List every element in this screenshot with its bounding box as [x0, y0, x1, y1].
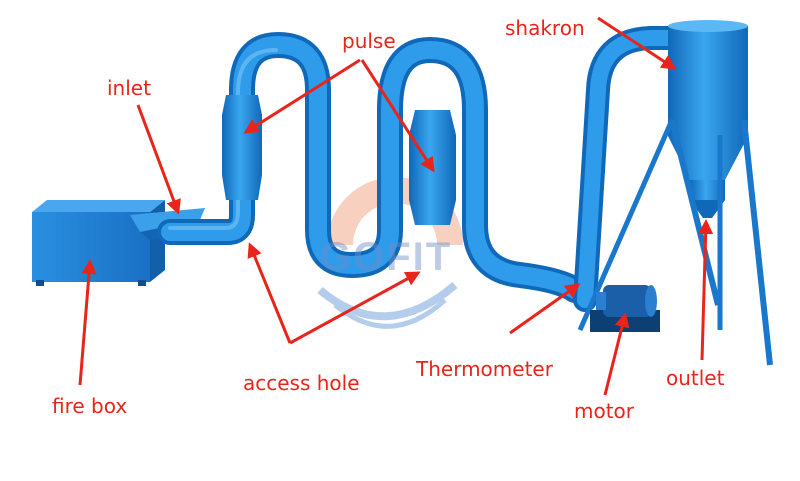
- label-access-hole: access hole: [243, 371, 360, 395]
- arrow-pulse-right: [360, 59, 435, 173]
- fire-box-machine: [32, 200, 165, 286]
- arrow-thermometer: [509, 283, 581, 335]
- motor-unit: [590, 285, 660, 332]
- arrow-fire-box: [78, 259, 97, 386]
- label-outlet: outlet: [666, 366, 725, 390]
- annotation-arrows: [78, 16, 714, 396]
- arrow-pulse-left: [243, 58, 361, 134]
- label-pulse: pulse: [342, 29, 396, 53]
- pulse-bulges: [222, 95, 456, 225]
- label-shakron: shakron: [505, 16, 585, 40]
- label-thermometer: Thermometer: [416, 357, 553, 381]
- watermark-text: GOFIT: [320, 235, 453, 279]
- arrow-outlet: [698, 219, 714, 361]
- arrow-inlet: [136, 104, 181, 215]
- label-motor: motor: [574, 399, 635, 423]
- arrow-shakron: [597, 16, 677, 70]
- label-fire-box: fire box: [52, 394, 128, 418]
- cyclone-separator: [577, 20, 773, 366]
- pipeline: [157, 26, 692, 312]
- arrow-motor: [603, 312, 630, 396]
- label-inlet: inlet: [107, 76, 151, 100]
- arrow-access-hole: [247, 242, 292, 344]
